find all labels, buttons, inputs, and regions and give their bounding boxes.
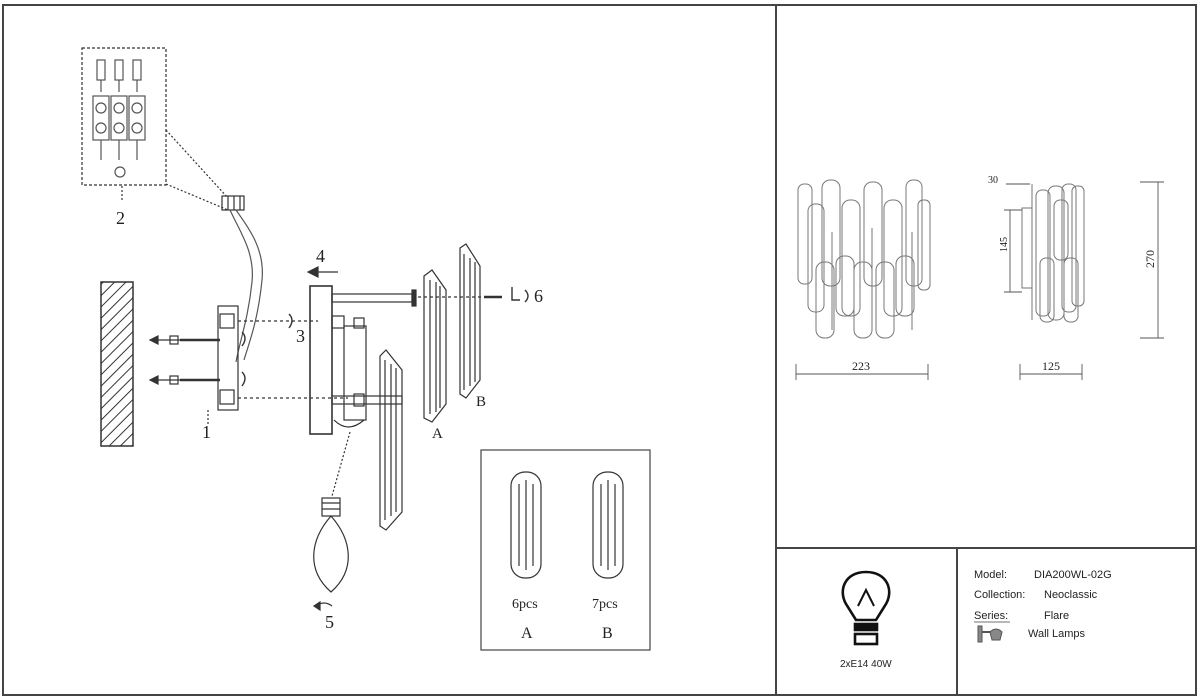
assembly-diagram (81, 47, 651, 651)
wall-hatch (100, 281, 134, 447)
wall-screws (148, 331, 246, 387)
lamp-backplate (309, 285, 417, 435)
callout-4: 4 (316, 246, 325, 266)
part-a-label: A (521, 625, 533, 642)
part-b-label: B (602, 625, 613, 642)
glass-label-b: B (476, 394, 486, 410)
callout-6: 6 (534, 286, 543, 306)
front-glass-column (379, 349, 403, 531)
callout-1: 1 (202, 422, 211, 442)
mounting-bracket (207, 305, 239, 424)
callout-5: 5 (325, 612, 334, 632)
part-a-qty: 6pcs (512, 597, 538, 612)
dim-backplate-offset: 30 (988, 175, 998, 186)
model-label: Model: (974, 569, 1007, 581)
dim-front-width: 223 (852, 359, 870, 373)
dimension-lines (795, 181, 1164, 380)
bulb-spec: 2xE14 40W (840, 659, 892, 670)
dim-side-depth: 125 (1042, 359, 1060, 373)
type-value: Wall Lamps (1028, 628, 1086, 640)
glass-panel-a (423, 269, 447, 423)
glass-label-a: A (432, 426, 443, 442)
bulb-illustration (312, 431, 351, 612)
parts-box (480, 449, 651, 651)
bulb-spec-icon (841, 570, 891, 646)
wall-lamp-icon (977, 625, 1003, 643)
collection-value: Neoclassic (1044, 589, 1098, 601)
callout-3: 3 (296, 326, 305, 346)
series-label: Series: (974, 610, 1008, 622)
dim-backplate-height: 145 (999, 237, 1010, 252)
dim-height: 270 (1143, 250, 1157, 268)
callout-2: 2 (116, 208, 125, 228)
sheet-frame (2, 4, 1197, 696)
front-view (797, 179, 931, 339)
collection-label: Collection: (974, 589, 1025, 601)
wiring-detail-box (81, 47, 167, 200)
model-value: DIA200WL-02G (1034, 569, 1112, 581)
side-view (1021, 183, 1085, 323)
part-b-qty: 7pcs (592, 597, 618, 612)
glass-panel-b (459, 243, 481, 399)
series-value: Flare (1044, 610, 1069, 622)
